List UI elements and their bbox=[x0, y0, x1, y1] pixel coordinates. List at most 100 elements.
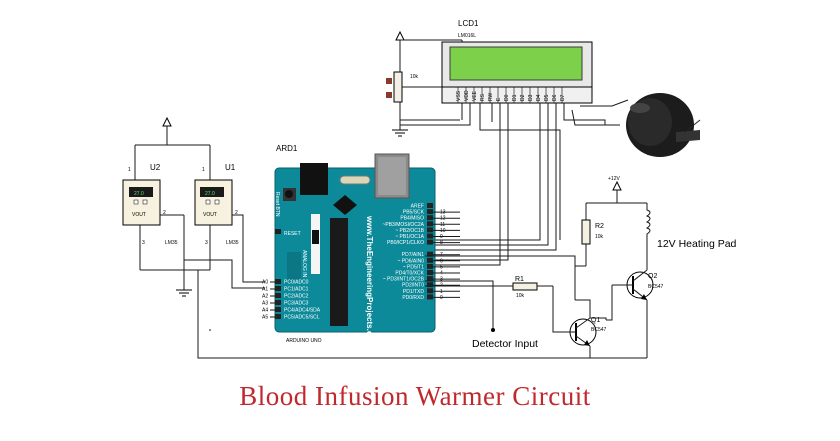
lcd-pin-label: VDD bbox=[464, 90, 470, 101]
lcd-pin-d0: D0 bbox=[504, 87, 510, 103]
digital-pin-label: ~ PD5/T1 bbox=[403, 264, 424, 270]
lcd-pin-vdd: VDD bbox=[464, 87, 470, 103]
analog-pin-label: PC2/ADC2 bbox=[284, 294, 309, 300]
lcd-pin-label: D6 bbox=[552, 94, 558, 101]
analog-pin-name: A4 bbox=[262, 308, 268, 314]
lcd-pin-label: D0 bbox=[504, 94, 510, 101]
lcd-model: LM016L bbox=[458, 33, 476, 39]
analog-pin-name: A2 bbox=[262, 294, 268, 300]
digital-pin-label: ~ PD6/AIN0 bbox=[397, 258, 424, 264]
reset-label: RESET bbox=[284, 231, 301, 237]
lcd-screen bbox=[449, 46, 583, 81]
u2-vout: VOUT bbox=[132, 212, 146, 218]
u2-part: LM35 bbox=[165, 240, 178, 246]
digital-pin-label: PB0/ICP1/CLKO bbox=[387, 240, 424, 246]
lcd-ref: LCD1 bbox=[458, 19, 479, 28]
potentiometer: 10k bbox=[386, 62, 470, 130]
lcd-pin-label: RS bbox=[480, 93, 486, 101]
pot-ground bbox=[392, 119, 460, 137]
digital-pin-label: ~ PB1/OC1A bbox=[395, 234, 424, 240]
digital-pin-label: AREF bbox=[411, 204, 424, 210]
u2-reading: 27.0 bbox=[134, 191, 144, 197]
lcd-pin-label: D2 bbox=[520, 94, 526, 101]
sensor-u1: U1 1 27.0 VOUT 2 3 LM35 bbox=[194, 163, 265, 283]
lcd-pin-label: D3 bbox=[528, 94, 534, 101]
arduino-board: ARD1 www.TheEngineeringProjects.com ANAL… bbox=[262, 144, 460, 347]
digital-pin-label: PB4/MISO bbox=[400, 216, 424, 222]
digital-pin-label: PD4/T0/XCK bbox=[395, 271, 424, 277]
q2-part: BC547 bbox=[648, 284, 664, 290]
svg-text:2: 2 bbox=[235, 210, 238, 216]
analog-pin-label: PC0/ADC0 bbox=[284, 280, 309, 286]
lcd-pin-vss: VSS bbox=[456, 87, 462, 103]
u1-part: LM35 bbox=[226, 240, 239, 246]
lcd-pin-label: E bbox=[496, 97, 502, 101]
digital-pin-number: 7 bbox=[440, 252, 443, 258]
sensor-ground bbox=[140, 215, 265, 331]
lcd-pin-d4: D4 bbox=[536, 87, 542, 103]
buzzer bbox=[571, 93, 701, 157]
analog-pin-a4: PC4/ADC4/SDA A4 bbox=[262, 307, 321, 314]
analog-pin-name: A3 bbox=[262, 301, 268, 307]
digital-pin-label: PD7/AIN1 bbox=[402, 252, 424, 258]
digital-pin-label: PD0/RXD bbox=[402, 295, 424, 301]
sensor-u2: U2 1 27.0 VOUT 2 3 LM35 bbox=[122, 116, 211, 270]
analog-pin-a3: PC3/ADC3 A3 bbox=[262, 300, 309, 307]
lcd-pin-label: D7 bbox=[560, 94, 566, 101]
analog-pin-label: PC4/ADC4/SDA bbox=[284, 308, 321, 314]
page-title: Blood Infusion Warmer Circuit bbox=[239, 381, 591, 411]
lcd-pin-e: E bbox=[496, 87, 502, 103]
digital-pin-aref: AREF bbox=[411, 203, 433, 210]
lcd-wires bbox=[400, 103, 606, 266]
analog-pin-name: A5 bbox=[262, 315, 268, 321]
arduino-website: www.TheEngineeringProjects.com bbox=[365, 215, 374, 347]
lcd-pin-d1: D1 bbox=[512, 87, 518, 103]
lcd-pin-label: D4 bbox=[536, 94, 542, 101]
heater-driver: +12V R2 10k 12V Heating Pad Q2 BC547 bbox=[197, 176, 737, 359]
u1-vout: VOUT bbox=[203, 212, 217, 218]
analog-pin-a0: PC0/ADC0 A0 bbox=[262, 279, 309, 286]
lcd-pin-rw: RW bbox=[488, 87, 494, 103]
analog-pin-label: PC5/ADC5/SCL bbox=[284, 315, 320, 321]
pot-value: 10k bbox=[410, 74, 419, 80]
board-model: ARDUINO UNO bbox=[286, 338, 322, 344]
lcd-pin-label: VSS bbox=[456, 90, 462, 101]
digital-pin-7: PD7/AIN1 7 bbox=[402, 251, 460, 258]
analog-pin-a5: PC5/ADC5/SCL A5 bbox=[262, 314, 320, 321]
r2-value: 10k bbox=[595, 234, 604, 240]
analog-pin-label: PC1/ADC1 bbox=[284, 287, 309, 293]
u1-ref: U1 bbox=[225, 163, 236, 172]
svg-text:3: 3 bbox=[142, 240, 145, 246]
analog-pin-label: PC3/ADC3 bbox=[284, 301, 309, 307]
digital-pin-label: PD1/TXD bbox=[403, 289, 425, 295]
u2-ref: U2 bbox=[150, 163, 161, 172]
heater-label: 12V Heating Pad bbox=[657, 238, 737, 250]
digital-pin-label: ~ PB2/OC1B bbox=[395, 228, 424, 234]
lcd-pin-rs: RS bbox=[480, 87, 486, 103]
r2-ref: R2 bbox=[595, 223, 604, 230]
digital-pin-label: ~PB3/MOSI/OC2A bbox=[382, 222, 424, 228]
resistor-r1: R1 10k bbox=[425, 276, 553, 299]
q1-ref: Q1 bbox=[591, 317, 600, 324]
svg-text:2: 2 bbox=[163, 210, 166, 216]
analog-pin-name: A1 bbox=[262, 287, 268, 293]
supply-label: +12V bbox=[608, 176, 620, 182]
analog-pin-name: A0 bbox=[262, 280, 268, 286]
lcd-pin-label: D1 bbox=[512, 94, 518, 101]
reset-pin bbox=[275, 229, 281, 234]
r1-value: 10k bbox=[516, 293, 525, 299]
lcd-pin-d6: D6 bbox=[552, 87, 558, 103]
lcd-pin-d7: D7 bbox=[560, 87, 566, 103]
arduino-ref: ARD1 bbox=[276, 144, 298, 153]
